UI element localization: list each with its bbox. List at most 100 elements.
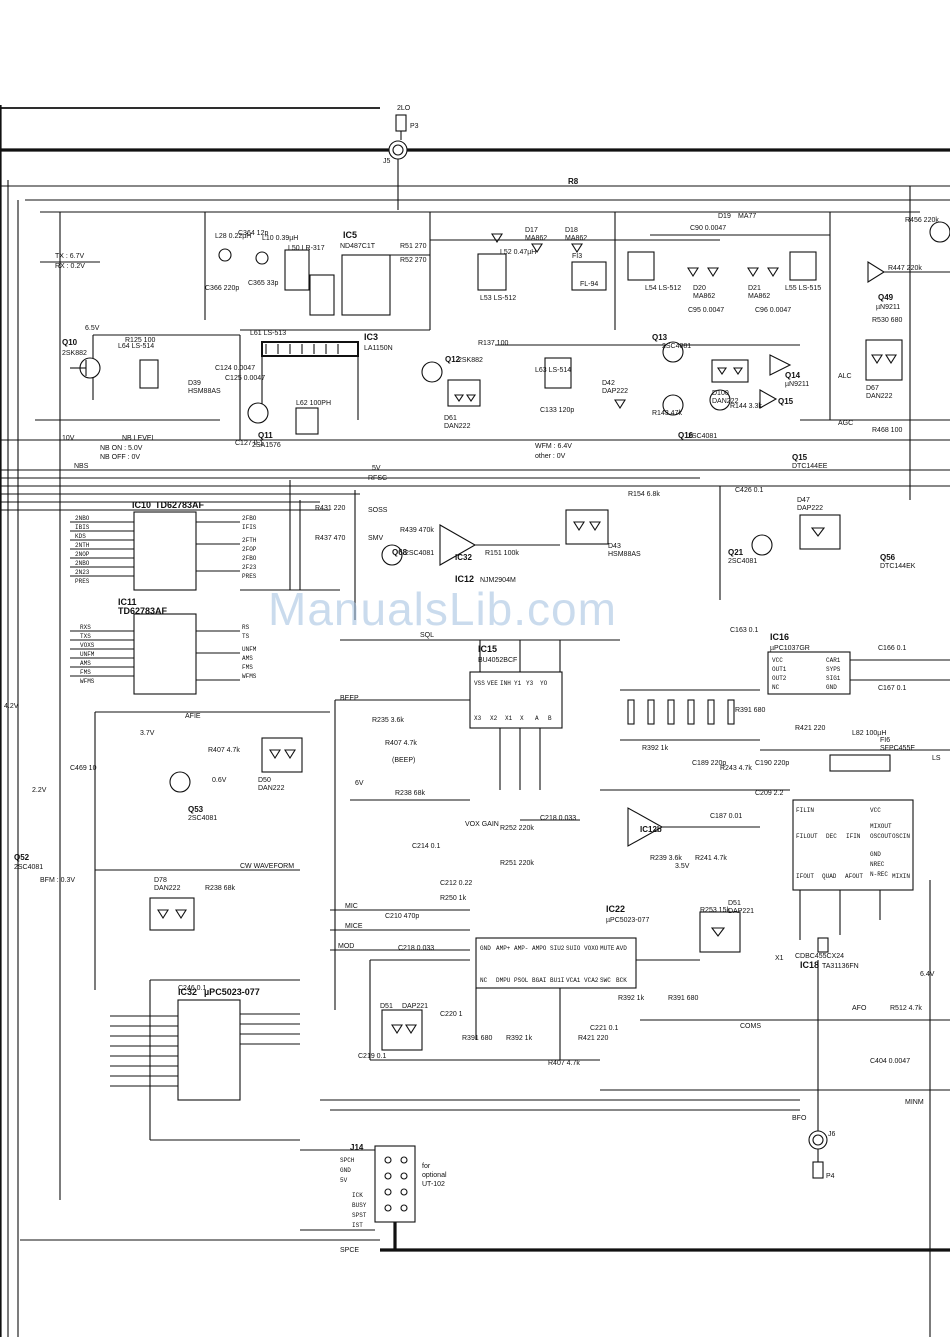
ic10-out-4: 2FOP: [242, 546, 257, 553]
ic22-pins-top: GND AMP+ AMP- AMPO SIU2 SUIO VOXO MUTE A…: [480, 945, 627, 952]
ic11-out-2: TS: [242, 633, 250, 640]
cap-c163: C163 0.1: [730, 627, 759, 634]
res-r512: R530 680: [872, 317, 902, 324]
coil-l50: L50 LR-317: [288, 245, 325, 252]
alc-block: ALC AGC D67 DAN222 R530 680 R468 100: [800, 317, 950, 434]
jack-j6-plug: P4: [826, 1173, 835, 1180]
net-minm: MINM: [905, 1099, 924, 1106]
q10-part: 2SK882: [62, 350, 87, 357]
ic15-pin-vss: VSS: [474, 680, 485, 687]
diode-d36: D39: [188, 380, 201, 387]
coil-l54: L54 LS-512: [645, 285, 681, 292]
cap-c219: C219 0.1: [358, 1053, 387, 1060]
label-vox-gain: VOX GAIN: [465, 821, 499, 828]
res-r151: R151 100k: [485, 550, 519, 557]
ic22-pin-suio: SUIO: [566, 945, 581, 952]
ic22-pin-bgai: BGAI: [532, 977, 546, 984]
ic18-pins-top: FILIN FILOUT DEC IFIN VCC MIXOUT OSCOUT …: [796, 807, 910, 840]
res-r431: R456 220k: [905, 217, 939, 224]
diode-d19: D19: [718, 213, 731, 220]
q56-ref: Q56: [880, 553, 896, 562]
voltage-4-2: 4.2V: [4, 703, 19, 710]
ic11: IC11 TD62783AF RXS TXS VOXS UNFM AMS FMS…: [70, 597, 257, 695]
ic22-pin-ampp: AMP+: [496, 945, 511, 952]
rf-front-block: L28 0.22µH L10 0.39µH L50 LR-317 C364 12…: [204, 212, 431, 330]
cw-block: CW WAVEFORM D78 DAN222 R238 68k BFM : 0.…: [14, 853, 300, 931]
cap-c364: C364 12p: [238, 230, 268, 237]
res-r447: R407 4.7k: [208, 747, 240, 754]
cap-c189: C190 220p: [755, 760, 789, 767]
diode-d47: D50: [258, 777, 271, 784]
note-nb-off: NB OFF : 0V: [100, 454, 140, 461]
cap-c167: C167 0.1: [878, 685, 907, 692]
net-nbs: NBS: [74, 463, 89, 470]
res-r51: R51 270: [400, 243, 427, 250]
q16-ref: Q16: [678, 431, 694, 440]
diode-d42: D43: [608, 543, 621, 550]
net-afo: AFO: [852, 1005, 867, 1012]
j14-pin-ist: IST: [352, 1222, 363, 1229]
net-beep: BEEP: [340, 695, 359, 702]
q52-ref: Q52: [14, 853, 30, 862]
ic18-ref: IC18: [800, 960, 819, 970]
q53-ref: Q53: [188, 805, 204, 814]
coil-l61: L64 LS-514: [118, 343, 154, 350]
resistor-ladder: R392 1k R391 680: [620, 689, 765, 752]
ic11-in-4: UNFM: [80, 651, 95, 658]
rail-6v: 6V: [355, 780, 364, 787]
ic22-pin-mute: MUTE: [600, 945, 615, 952]
q11-part: 2SA1576: [252, 442, 281, 449]
ic18-pin-mixin: MIXIN: [892, 873, 910, 880]
filter-chain: FI3 FL-94 D17 MA862 D18 MA862 L52 0.47µH…: [430, 212, 720, 330]
ic10-in-2: IBIS: [75, 524, 90, 531]
ic11-out-5: FMS: [242, 664, 253, 671]
res-r137: R137 100: [478, 340, 508, 347]
coil-l53: L53 LS-512: [480, 295, 516, 302]
jack-j5-plug: P3: [410, 123, 419, 130]
diode-d67: D67: [866, 385, 879, 392]
j14-pin-busy: BUSY: [352, 1202, 367, 1209]
ic10-out-5: 2FBO: [242, 555, 257, 562]
res-r407: R439 470k: [400, 527, 434, 534]
ic22-pin-gnd: GND: [480, 945, 491, 952]
ic16-pin-syps: SYPS: [826, 666, 841, 673]
ic10-out-7: PRES: [242, 573, 257, 580]
diode-d20-part: MA862: [693, 293, 715, 300]
ic11-in-1: RXS: [80, 624, 91, 631]
q53-part: 2SC4081: [188, 815, 217, 822]
coil-l82: L82 100µH: [852, 730, 886, 737]
ic11-in-6: FMS: [80, 669, 91, 676]
res-r391: R431 220: [315, 505, 345, 512]
q12-part: 2SK882: [458, 357, 483, 364]
mic-block: MIC MICE MOD VOX GAIN C212 0.22 C214 0.1…: [330, 815, 580, 951]
ic18-pin-oscout: OSCOUT: [870, 833, 892, 840]
ic11-ref: IC11: [118, 597, 137, 607]
ic10-in-3: KDS: [75, 533, 86, 540]
cap-c187: C189 220p: [692, 760, 726, 767]
ic10-out-2: IFIS: [242, 524, 257, 531]
net-bfo: BFO: [792, 1115, 807, 1122]
filter-fi3: FI3: [572, 253, 582, 260]
filter-x1-part: CDBC455CX24: [795, 953, 844, 960]
ic22-pin-swc: SWC: [600, 977, 611, 984]
j14-pins: SPCH GND 5V ICK BUSY SPST IST: [340, 1157, 367, 1229]
ic12b-ref: IC32: [455, 553, 472, 562]
ic15-ref: IC15: [478, 644, 497, 654]
q49-ref: Q49: [878, 293, 894, 302]
cap-c123: C124 0.0047: [215, 365, 255, 372]
ic10-in-4: 2NTH: [75, 542, 90, 549]
ic12-block: RFSC SOSS SMV IC32 IC12 NJM2904M Q68 2SC…: [354, 475, 660, 620]
ic16-part: µPC1037GR: [770, 645, 810, 652]
label-beep: (BEEP): [392, 757, 415, 764]
ic3: IC3 LA1150N L61 LS-513: [240, 329, 430, 420]
ic18: IC18 TA31136FN FILIN FILOUT DEC IFIN VCC…: [775, 799, 914, 970]
ic11-out-4: AMS: [242, 655, 253, 662]
if-filter-block: L82 100µH FI6 SFPC455E R421 220 LS: [760, 725, 950, 772]
coil-l10: L10 0.39µH: [262, 235, 298, 242]
note-wfm: WFM : 6.4V: [535, 443, 572, 450]
net-smv: SMV: [368, 535, 384, 542]
ic10-in-8: PRES: [75, 578, 90, 585]
q56-part: DTC144EK: [880, 563, 916, 570]
diode-d20: D20: [693, 285, 706, 292]
filter-fi6-part: SFPC455E: [880, 745, 915, 752]
